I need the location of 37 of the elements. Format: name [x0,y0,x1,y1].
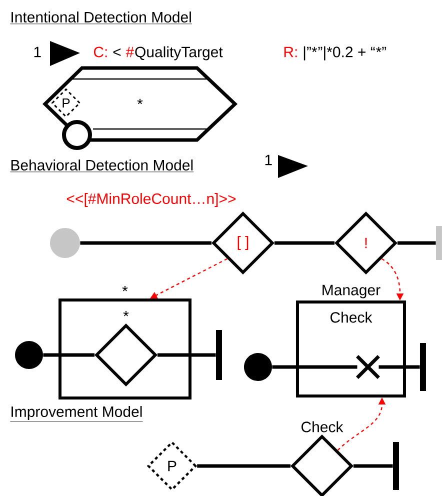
node-label: * [122,286,128,292]
line [43,353,94,357]
label: ”|*0.2 + “ [318,46,375,60]
label: 1 [34,46,41,58]
label: Improvement Model [10,406,143,422]
box: Manager Check [296,284,406,398]
cross-mark [356,354,380,380]
end-bar [436,226,442,260]
label: < [113,48,121,56]
line [378,365,420,369]
line [197,464,290,468]
line [158,353,216,357]
line [272,365,358,369]
line [354,464,393,468]
circle [15,341,43,369]
label: QualityTarget [135,46,223,60]
end-bar [216,330,222,380]
label: *” [376,46,386,52]
node-label: * [123,310,129,316]
label: <<[#MinRoleCount…n]>> [66,193,236,207]
label: C: [94,46,107,58]
label: Intentional Detection Model [10,12,192,24]
node-label: Manager [322,284,380,298]
label: |”* [304,46,318,60]
line [80,241,212,245]
line [398,241,436,245]
circle [244,353,272,381]
line [274,241,334,245]
label: 1 [265,154,272,166]
end-bar [420,343,426,391]
label: Behavioral Detection Model [10,160,194,172]
node-label: Check [302,421,344,432]
circle [50,228,80,258]
end-bar [393,442,399,490]
circle [62,120,92,150]
label: R: [284,46,297,58]
label: # [126,46,134,58]
